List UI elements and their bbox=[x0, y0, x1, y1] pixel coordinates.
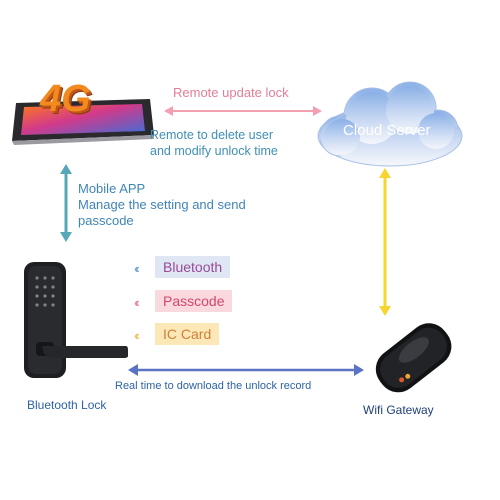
method-bluetooth-label: Bluetooth bbox=[163, 259, 223, 275]
passcode-chevron-icon: ‹‹ bbox=[134, 295, 139, 310]
remote-delete-label-line2: and modify unlock time bbox=[150, 144, 278, 158]
cloud-server-icon bbox=[310, 78, 470, 173]
method-ic-card-label: IC Card bbox=[163, 326, 212, 342]
method-bluetooth: Bluetooth bbox=[155, 256, 231, 278]
wifi-gateway-image bbox=[366, 314, 460, 400]
cloud-gateway-arrow bbox=[379, 168, 391, 316]
phone-4g-badge: 4G bbox=[40, 78, 91, 120]
bluetooth-lock-label: Bluetooth Lock bbox=[27, 398, 107, 412]
method-passcode-label: Passcode bbox=[163, 293, 225, 309]
bluetooth-chevron-icon: ‹‹ bbox=[134, 261, 139, 276]
remote-delete-label-line1: Remote to delete user bbox=[150, 128, 273, 142]
mobile-app-label-line2: Manage the setting and send bbox=[78, 197, 246, 212]
method-passcode: Passcode bbox=[155, 290, 233, 312]
cloud-server-label: Cloud Server bbox=[343, 122, 431, 139]
bluetooth-lock-image bbox=[20, 258, 130, 383]
mobile-app-arrow bbox=[60, 164, 72, 242]
wifi-gateway-label: Wifi Gateway bbox=[363, 403, 434, 417]
ic-card-chevron-icon: ‹‹ bbox=[134, 328, 139, 343]
mobile-app-label-line1: Mobile APP bbox=[78, 181, 146, 196]
realtime-record-label: Real time to download the unlock record bbox=[115, 380, 312, 392]
remote-update-arrow bbox=[164, 106, 322, 116]
smartphone-image bbox=[8, 95, 158, 145]
realtime-record-arrow bbox=[128, 364, 364, 376]
method-ic-card: IC Card bbox=[155, 323, 220, 345]
mobile-app-label-line3: passcode bbox=[78, 213, 134, 228]
remote-update-label: Remote update lock bbox=[173, 85, 289, 100]
